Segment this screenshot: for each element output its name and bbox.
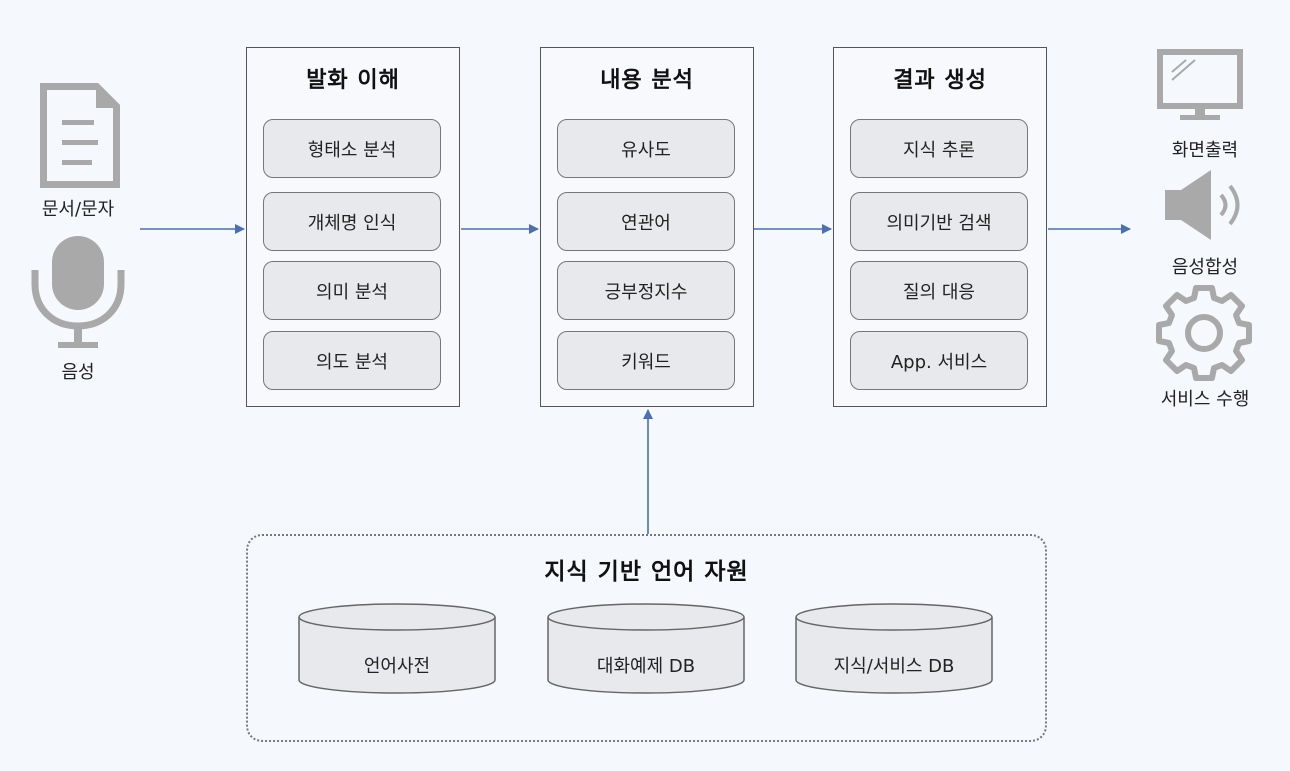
step-keywords: 키워드 [557, 331, 735, 390]
input-voice-label: 음성 [61, 362, 95, 383]
step-sentiment-index: 긍부정지수 [557, 261, 735, 320]
step-semantic-analysis: 의미 분석 [263, 261, 441, 320]
knowledge-title: 지식 기반 언어 자원 [544, 559, 749, 585]
input-document-label: 문서/문자 [41, 199, 115, 220]
stage-title: 발화 이해 [306, 68, 400, 93]
database-icon [795, 603, 993, 694]
gear-icon [1156, 285, 1252, 381]
step-app-service: App. 서비스 [850, 331, 1028, 390]
speaker-icon [1165, 170, 1240, 240]
output-service-label: 서비스 수행 [1160, 389, 1250, 410]
step-intent-analysis: 의도 분석 [263, 331, 441, 390]
step-semantic-search: 의미기반 검색 [850, 192, 1028, 251]
step-query-response: 질의 대응 [850, 261, 1028, 320]
database-knowledge-service: 지식/서비스 DB [833, 656, 955, 677]
step-entity-recognition: 개체명 인식 [263, 192, 441, 251]
database-icon [298, 603, 496, 694]
stage-content-analysis: 내용 분석 유사도 연관어 긍부정지수 키워드 [540, 47, 754, 407]
monitor-icon [1157, 49, 1243, 120]
stage-title: 결과 생성 [893, 68, 987, 93]
stage-understanding: 발화 이해 형태소 분석 개체명 인식 의미 분석 의도 분석 [246, 47, 460, 407]
database-language-dictionary: 언어사전 [363, 656, 431, 677]
output-screen-label: 화면출력 [1171, 140, 1239, 161]
step-similarity: 유사도 [557, 119, 735, 178]
output-speech-label: 음성합성 [1171, 257, 1239, 278]
step-morpheme-analysis: 형태소 분석 [263, 119, 441, 178]
database-dialogue-examples: 대화예제 DB [596, 656, 696, 677]
step-related-words: 연관어 [557, 192, 735, 251]
database-icon [547, 603, 745, 694]
document-icon [40, 83, 120, 188]
stage-result-generation: 결과 생성 지식 추론 의미기반 검색 질의 대응 App. 서비스 [833, 47, 1047, 407]
stage-title: 내용 분석 [600, 68, 694, 93]
step-knowledge-inference: 지식 추론 [850, 119, 1028, 178]
microphone-icon [31, 236, 125, 348]
